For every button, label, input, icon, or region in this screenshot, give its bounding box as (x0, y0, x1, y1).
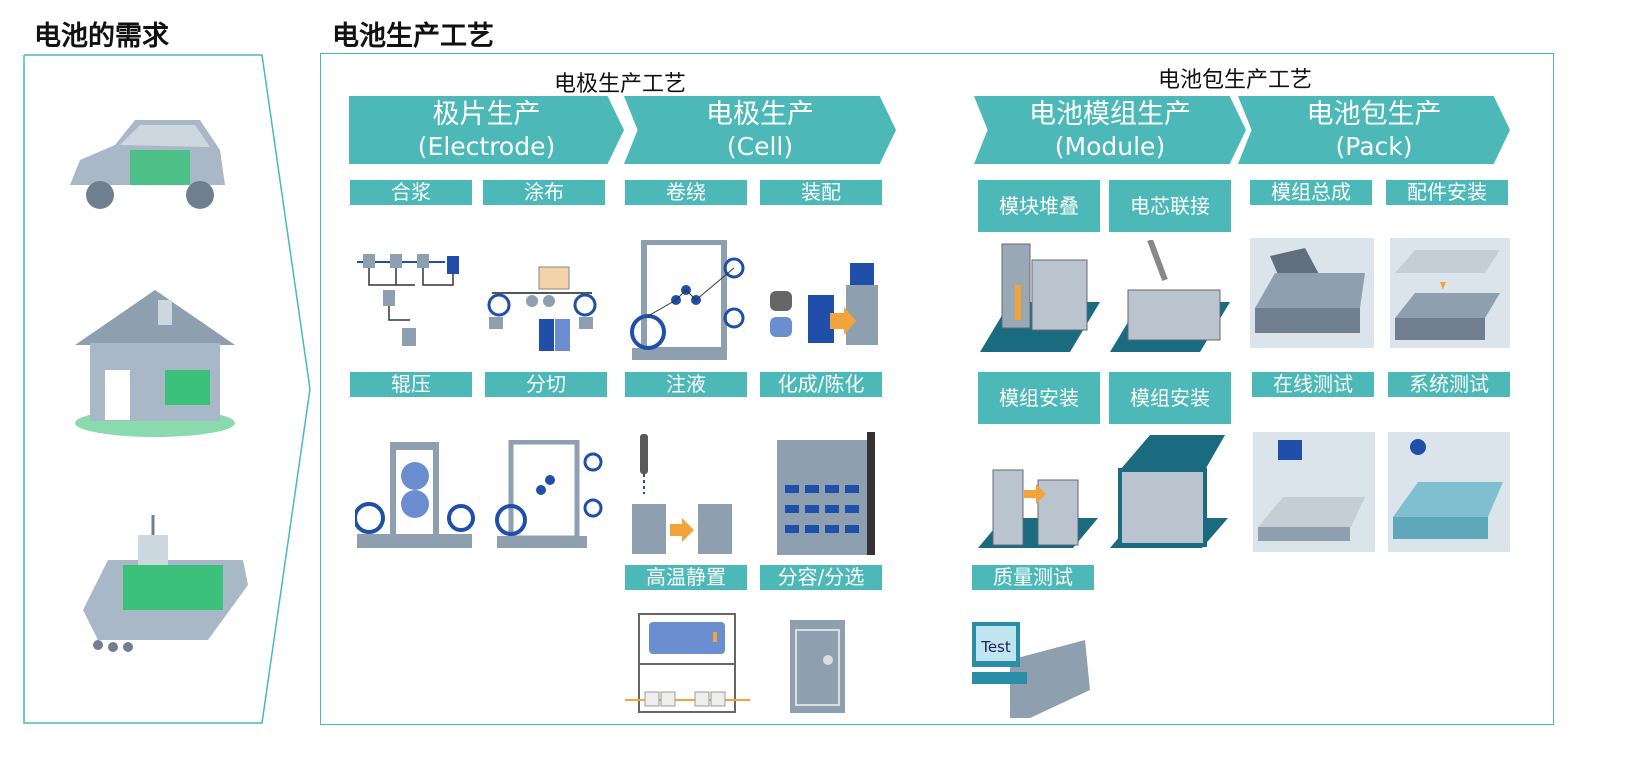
house-icon (70, 285, 240, 440)
module-install-1-figure (978, 430, 1100, 550)
system-test-figure (1388, 432, 1510, 552)
chevron-module-sub: (Module) (1054, 132, 1166, 161)
step-filling: 注液 (625, 372, 747, 397)
process-title: 电池生产工艺 (332, 21, 494, 52)
chevron-pack: 电池包生产 (Pack) (1238, 96, 1510, 164)
mixing-figure (355, 250, 465, 350)
chevron-module: 电池模组生产 (Module) (974, 96, 1246, 164)
formation-figure (775, 430, 880, 560)
step-aging: 高温静置 (625, 565, 747, 590)
step-coating: 涂布 (483, 180, 605, 205)
chevron-pack-sub: (Pack) (1335, 132, 1413, 161)
step-parts-install: 配件安装 (1386, 180, 1508, 205)
online-test-figure (1253, 432, 1375, 552)
test-screen-text: Test (980, 638, 1011, 656)
step-assembly: 装配 (760, 180, 882, 205)
chevron-pack-title: 电池包生产 (1306, 99, 1442, 130)
quality-test-figure: Test (970, 620, 1095, 720)
module-install-2-figure (1110, 430, 1230, 550)
car-icon (60, 105, 230, 225)
filling-figure (630, 432, 735, 557)
module-assembly-figure (1250, 238, 1374, 348)
chevron-cell-sub: (Cell) (726, 132, 794, 161)
demand-title: 电池的需求 (34, 21, 169, 52)
step-module-assembly: 模组总成 (1250, 180, 1372, 205)
step-system-test: 系统测试 (1388, 372, 1510, 397)
parts-install-figure (1390, 238, 1510, 348)
chevron-electrode-title: 极片生产 (432, 99, 541, 130)
step-winding: 卷绕 (625, 180, 747, 205)
grading-figure (788, 610, 850, 715)
process-panel (320, 53, 1554, 725)
cell-connection-figure (1110, 240, 1230, 355)
slitting-figure (495, 440, 605, 550)
step-quality-test: 质量测试 (972, 565, 1094, 590)
step-rolling: 辊压 (350, 372, 472, 397)
chevron-cell-title: 电极生产 (706, 99, 814, 130)
electrode-group-title: 电极生产工艺 (553, 72, 686, 97)
chevron-electrode: 极片生产 (Electrode) (349, 96, 624, 164)
step-module-install-1: 模组安装 (978, 372, 1100, 424)
rolling-figure (355, 440, 475, 550)
winding-figure (630, 240, 745, 362)
step-formation: 化成/陈化 (760, 372, 882, 397)
step-cell-connection: 电芯联接 (1109, 180, 1231, 232)
coating-figure (487, 265, 597, 355)
chevron-cell: 电极生产 (Cell) (624, 96, 896, 164)
aging-figure (625, 612, 750, 717)
pack-group-title: 电池包生产工艺 (1157, 68, 1312, 93)
step-mixing: 合浆 (350, 180, 472, 205)
step-slitting: 分切 (485, 372, 607, 397)
step-module-install-2: 模组安装 (1109, 372, 1231, 424)
step-stacking: 模块堆叠 (978, 180, 1100, 232)
chevron-electrode-sub: (Electrode) (417, 132, 556, 161)
ship-icon (78, 515, 253, 660)
assembly-figure (768, 255, 883, 350)
stacking-figure (980, 240, 1100, 355)
demand-panel (22, 53, 312, 725)
chevron-module-title: 电池模组生产 (1029, 99, 1191, 130)
step-online-test: 在线测试 (1252, 372, 1374, 397)
step-grading: 分容/分选 (760, 565, 882, 590)
